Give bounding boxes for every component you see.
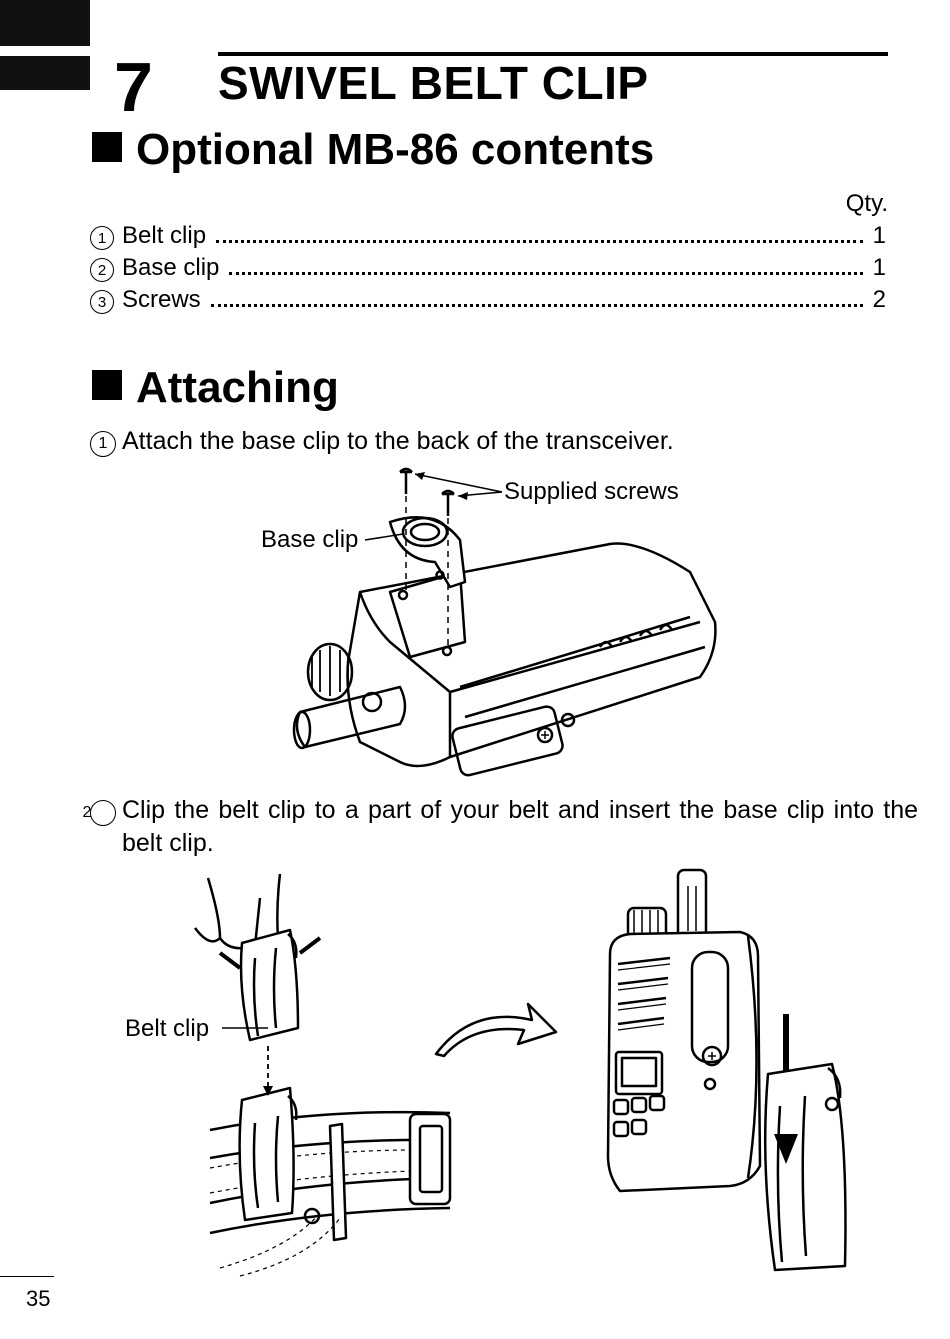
item-qty: 1	[872, 254, 886, 281]
page-number: 35	[26, 1286, 51, 1311]
dot-leader	[216, 240, 863, 243]
chapter-tab-lower	[0, 56, 90, 90]
step-number: 1	[90, 431, 116, 457]
base-clip-attach-illustration	[292, 467, 717, 777]
step-text: Clip the belt clip to a part of your bel…	[122, 796, 918, 857]
chapter-title: SWIVEL BELT CLIP	[218, 57, 649, 109]
item-qty: 2	[872, 286, 886, 313]
qty-header: Qty.	[845, 190, 888, 217]
curved-arrow-icon	[434, 1002, 558, 1058]
attaching-section-title: Attaching	[92, 366, 339, 410]
transceiver-into-belt-clip-illustration	[606, 868, 847, 1272]
belt-clip-on-belt-illustration	[194, 873, 452, 1277]
item-number: 1	[90, 226, 114, 250]
list-item: 2 Base clip 1	[90, 254, 886, 282]
item-label: Belt clip	[122, 222, 207, 249]
item-number: 2	[90, 258, 114, 282]
item-number: 3	[90, 290, 114, 314]
step-number: 2	[83, 800, 116, 826]
item-label: Base clip	[122, 254, 220, 281]
supplied-screws-label: Supplied screws	[504, 478, 679, 505]
item-label: Screws	[122, 286, 201, 313]
base-clip-label: Base clip	[261, 526, 359, 553]
step-text: Attach the base clip to the back of the …	[122, 427, 674, 455]
square-bullet-icon	[92, 370, 122, 400]
chapter-number: 7	[114, 48, 153, 126]
dot-leader	[229, 272, 863, 275]
square-bullet-icon	[92, 132, 122, 162]
contents-section-title: Optional MB-86 contents	[92, 128, 654, 172]
chapter-rule	[218, 52, 888, 56]
dot-leader	[210, 304, 863, 307]
list-item: 3 Screws 2	[90, 286, 886, 314]
list-item: 1 Belt clip 1	[90, 222, 886, 250]
belt-clip-label: Belt clip	[125, 1015, 210, 1042]
item-qty: 1	[872, 222, 886, 249]
chapter-tab	[0, 0, 90, 46]
page-rule	[0, 1276, 54, 1277]
